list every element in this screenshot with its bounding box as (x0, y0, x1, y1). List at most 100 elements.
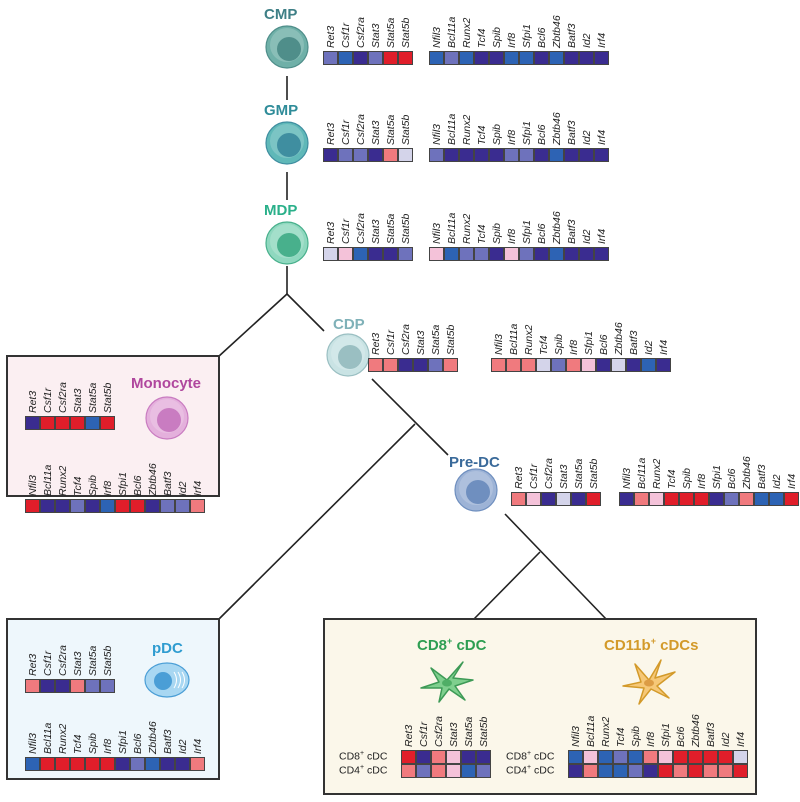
cdp-receptor-cell-csf1r (383, 358, 398, 372)
cdc-cd8-tf-cell-nfil3 (568, 750, 583, 764)
cdc-cd8-tf-label-irf4: Irf4 (735, 731, 747, 747)
predc-receptor-label-csf2ra: Csf2ra (543, 458, 555, 489)
cdc-cd4-tf-cell-zbtb46 (688, 764, 703, 778)
gmp-tf-label-irf8: Irf8 (506, 129, 518, 145)
gmp-tf-cell-nfil3 (429, 148, 444, 162)
pdc-box (6, 618, 220, 780)
cdc-receptor-row-label-cd8: CD8+ cDC (339, 750, 387, 763)
mdp-tf-label-zbtb46: Zbtb46 (551, 211, 563, 244)
cmp-tf-label-sfpi1: Sfpi1 (521, 24, 533, 48)
cdp-tf-label-irf4: Irf4 (658, 339, 670, 355)
mdp-tf-cell-tcf4 (474, 247, 489, 261)
cdp-tf-label-bcl11a: Bcl11a (508, 323, 520, 355)
monocyte-tf-label-spib: Spib (87, 474, 99, 496)
cdp-receptor-cell-ret3 (368, 358, 383, 372)
cmp-receptor-label-csf2ra: Csf2ra (355, 17, 367, 48)
row-label-sup: + (360, 750, 365, 757)
cdc-cd4-tf-cell-sfpi1 (658, 764, 673, 778)
cdp-tf-cell-irf8 (566, 358, 581, 372)
cdc-cd4-tf-cell-bcl11a (583, 764, 598, 778)
cd11b-title-main: CD11b (604, 637, 651, 654)
cmp-tf-label-nfil3: Nfil3 (431, 26, 443, 48)
mdp-tf-label-nfil3: Nfil3 (431, 222, 443, 244)
predc-receptor-cell-stat5a (571, 492, 586, 506)
cmp-tf-cell-bcl11a (444, 51, 459, 65)
row-label-suffix: cDC (364, 750, 388, 763)
mdp-tf-cell-runx2 (459, 247, 474, 261)
cdp-cell-icon-nucleus (338, 345, 362, 369)
cdc-cd8-tf-label-runx2: Runx2 (600, 716, 612, 747)
pdc-tf-label-bcl6: Bcl6 (132, 733, 144, 754)
gmp-tf-label-sfpi1: Sfpi1 (521, 121, 533, 145)
predc-receptor-label-stat5a: Stat5a (573, 458, 585, 489)
cdp-tf-label-spib: Spib (553, 333, 565, 355)
cdc-cd8-tf-label-bcl11a: Bcl11a (585, 715, 597, 747)
predc-tf-label-bcl11a: Bcl11a (636, 457, 648, 489)
cmp-receptor-cell-stat5b (398, 51, 413, 65)
row-label-main: CD8 (339, 750, 361, 763)
cdc-cd4-tf-cell-id2 (718, 764, 733, 778)
cdc-cd8-tf-label-nfil3: Nfil3 (570, 725, 582, 747)
cdp-receptor-label-stat5a: Stat5a (430, 324, 442, 355)
cmp-title: CMP (264, 6, 298, 23)
cdc-tf-row-label-cd8: CD8+ cDC (506, 750, 554, 763)
predc-tf-label-runx2: Runx2 (651, 458, 663, 489)
predc-tf-label-zbtb46: Zbtb46 (741, 456, 753, 489)
cdp-receptor-label-stat3: Stat3 (415, 330, 427, 355)
gmp-receptor-label-csf1r: Csf1r (340, 119, 352, 145)
pdc-tf-cell-tcf4 (70, 757, 85, 771)
pdc-tf-label-spib: Spib (87, 732, 99, 754)
predc-receptor-label-stat3: Stat3 (558, 464, 570, 489)
gmp-tf-cell-zbtb46 (549, 148, 564, 162)
mdp-receptor-cell-csf1r (338, 247, 353, 261)
pdc-tf-label-nfil3: Nfil3 (27, 732, 39, 754)
cmp-receptor-label-stat3: Stat3 (370, 23, 382, 48)
monocyte-receptor-label-ret3: Ret3 (27, 390, 39, 413)
cdp-tf-cell-nfil3 (491, 358, 506, 372)
cdc-cd8-tf-cell-batf3 (703, 750, 718, 764)
mdp-receptor-cell-stat3 (368, 247, 383, 261)
monocyte-receptor-cell-stat5a (85, 416, 100, 430)
monocyte-receptor-label-csf1r: Csf1r (42, 387, 54, 413)
monocyte-title: Monocyte (131, 375, 202, 392)
monocyte-receptor-cell-stat5b (100, 416, 115, 430)
mdp-tf-cell-id2 (579, 247, 594, 261)
predc-tf-cell-tcf4 (664, 492, 679, 506)
mdp-tf-cell-zbtb46 (549, 247, 564, 261)
mdp-tf-cell-bcl11a (444, 247, 459, 261)
gmp-tf-cell-tcf4 (474, 148, 489, 162)
mdp-tf-cell-bcl6 (534, 247, 549, 261)
predc-receptor-cell-ret3 (511, 492, 526, 506)
pdc-tf-label-runx2: Runx2 (57, 723, 69, 754)
mdp-tf-cell-spib (489, 247, 504, 261)
monocyte-cell-icon (145, 396, 189, 440)
gmp-receptor-label-stat5b: Stat5b (400, 114, 412, 145)
mdp-receptor-label-stat5a: Stat5a (385, 213, 397, 244)
predc-tf-cell-spib (679, 492, 694, 506)
cmp-tf-label-batf3: Batf3 (566, 23, 578, 48)
cdc-cd4-tf-cell-bcl6 (673, 764, 688, 778)
cdc-cd8-receptor-label-stat3: Stat3 (448, 722, 460, 747)
predc-tf-cell-irf4 (784, 492, 799, 506)
mdp-tf-cell-nfil3 (429, 247, 444, 261)
cdp-tf-cell-spib (551, 358, 566, 372)
cdc-cd8-receptor-label-csf2ra: Csf2ra (433, 716, 445, 747)
monocyte-receptor-cell-stat3 (70, 416, 85, 430)
cdp-tf-label-runx2: Runx2 (523, 324, 535, 355)
edge-branch-monocyte (217, 293, 288, 358)
cd11b-cdc-title: CD11b+ cDCs (604, 636, 698, 654)
monocyte-tf-label-bcl6: Bcl6 (132, 475, 144, 496)
mdp-tf-label-bcl6: Bcl6 (536, 223, 548, 244)
monocyte-tf-label-sfpi1: Sfpi1 (117, 472, 129, 496)
monocyte-tf-cell-zbtb46 (145, 499, 160, 513)
row-label-suffix: cDC (531, 750, 555, 763)
predc-tf-cell-sfpi1 (709, 492, 724, 506)
gmp-receptor-label-stat3: Stat3 (370, 120, 382, 145)
gmp-tf-label-irf4: Irf4 (596, 129, 608, 145)
cdc-cd8-tf-label-batf3: Batf3 (705, 722, 717, 747)
cdc-cd8-tf-cell-irf4 (733, 750, 748, 764)
gmp-receptor-label-ret3: Ret3 (325, 122, 337, 145)
pdc-tf-cell-bcl11a (40, 757, 55, 771)
cdc-tf-row-label-cd4: CD4+ cDC (506, 764, 554, 777)
predc-cell-icon-nucleus (466, 480, 490, 504)
